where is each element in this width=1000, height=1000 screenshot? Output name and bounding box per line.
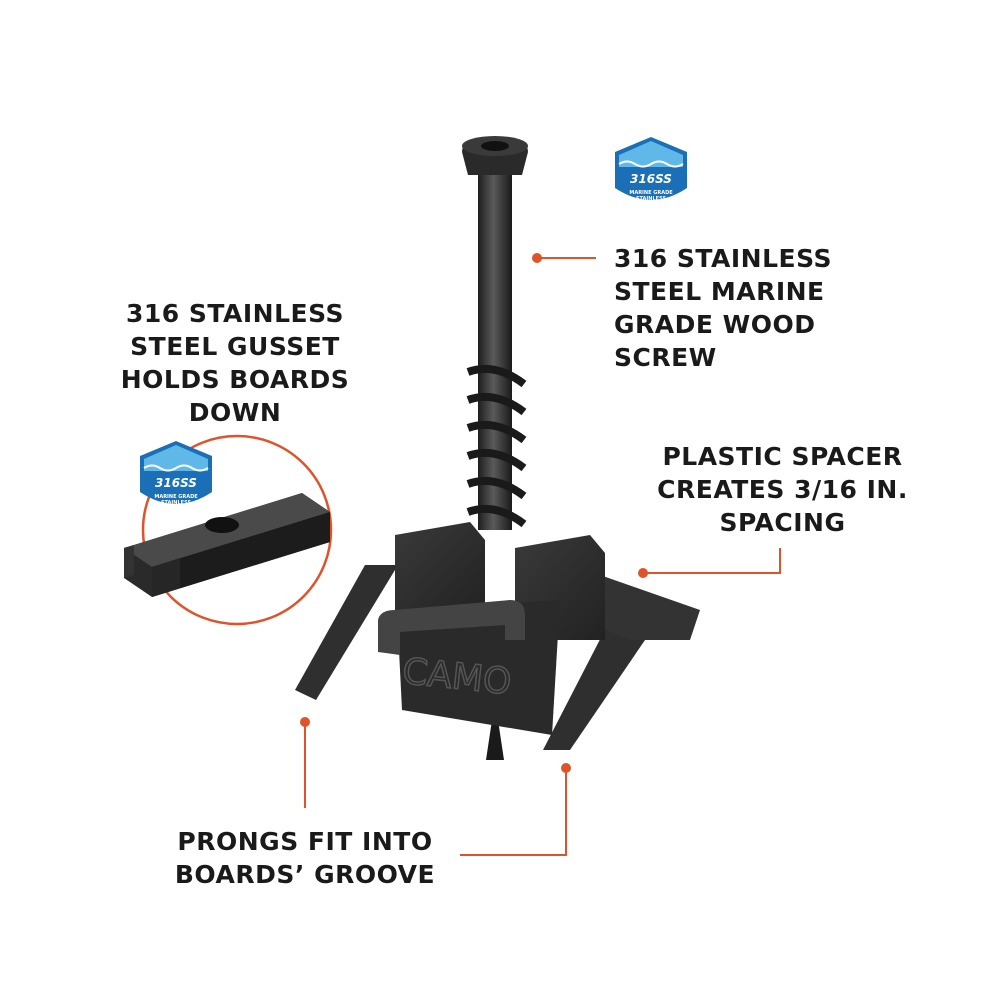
spacer-callout: PLASTIC SPACER CREATES 3/16 IN. SPACING [640, 440, 925, 539]
callout-line: 316 STAINLESS [614, 244, 832, 273]
callout-line: GRADE WOOD [614, 310, 816, 339]
callout-line: CREATES 3/16 IN. [657, 475, 908, 504]
svg-text:MARINE GRADE: MARINE GRADE [154, 494, 198, 500]
svg-text:MARINE GRADE: MARINE GRADE [629, 190, 673, 196]
svg-text:STAINLESS: STAINLESS [161, 500, 192, 506]
callout-line: DOWN [188, 398, 282, 427]
svg-text:STAINLESS: STAINLESS [636, 196, 667, 202]
gusset-callout: 316 STAINLESS STEEL GUSSET HOLDS BOARDS … [100, 297, 370, 429]
leader-lines [300, 253, 781, 856]
316ss-badge-icon: 316SS MARINE GRADE STAINLESS STEEL [615, 137, 687, 208]
screw [462, 136, 528, 760]
svg-text:STEEL: STEEL [167, 506, 185, 512]
callout-line: STEEL GUSSET [130, 332, 340, 361]
svg-text:STEEL: STEEL [642, 202, 660, 208]
callout-line: PRONGS FIT INTO [177, 827, 433, 856]
callout-line: STEEL MARINE [614, 277, 825, 306]
svg-text:316SS: 316SS [630, 172, 672, 186]
plastic-spacer [378, 522, 605, 735]
gusset-inset-circle [141, 434, 333, 626]
left-prong [295, 565, 398, 700]
prongs-callout: PRONGS FIT INTO BOARDS’ GROOVE [150, 825, 460, 891]
callout-line: BOARDS’ GROOVE [174, 860, 436, 889]
gusset-clip [124, 493, 330, 597]
callout-line: PLASTIC SPACER [662, 442, 903, 471]
callout-line: HOLDS BOARDS [120, 365, 350, 394]
callout-line: SCREW [614, 343, 717, 372]
right-prong [543, 618, 660, 750]
screw-callout: 316 STAINLESS STEEL MARINE GRADE WOOD SC… [614, 242, 832, 374]
316ss-badge-icon: 316SS MARINE GRADE STAINLESS STEEL [140, 441, 212, 512]
callout-line: SPACING [719, 508, 846, 537]
callout-line: 316 STAINLESS [126, 299, 344, 328]
svg-text:316SS: 316SS [155, 476, 197, 490]
